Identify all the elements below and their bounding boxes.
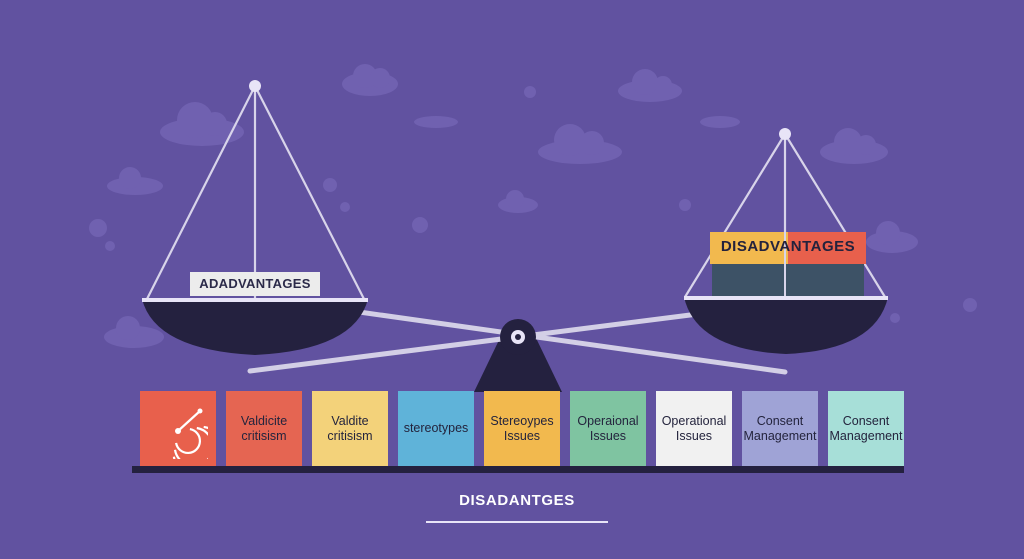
base-platform <box>132 466 904 473</box>
radar-icon <box>172 408 208 459</box>
cloud <box>160 102 244 146</box>
card-text-line: critisism <box>327 428 373 443</box>
card-text-line: Issues <box>589 428 627 443</box>
footer-underline <box>426 521 608 523</box>
pivot-center <box>515 334 521 340</box>
cloud <box>820 128 888 164</box>
fulcrum-stand <box>474 338 562 392</box>
scale-arm <box>342 307 788 375</box>
right-pan <box>684 297 888 354</box>
card-text: stereotypes <box>404 421 469 436</box>
card-text-line: stereotypes <box>403 421 469 435</box>
advantages-label: ADADVANTAGES <box>190 272 320 296</box>
cloud <box>414 116 458 128</box>
background-decor <box>89 64 977 348</box>
card-text-line: critisism <box>241 428 287 443</box>
card-text-line: Management <box>743 428 817 443</box>
card-text-line: Stereoypes <box>490 413 554 428</box>
card-text-line: Valdicite <box>240 413 288 428</box>
card-text-line: Management <box>829 428 903 443</box>
scale-arm <box>247 311 701 374</box>
card-text-line: Issues <box>675 428 713 443</box>
card-text-line: Operational <box>661 413 727 428</box>
cloud <box>538 124 622 164</box>
right-pan-rim <box>684 296 888 300</box>
cloud <box>700 116 740 128</box>
cloud <box>618 69 682 102</box>
left-pan <box>142 299 368 355</box>
left-pan-rim <box>142 298 368 302</box>
bubbles <box>89 86 977 323</box>
card-radar <box>140 391 216 466</box>
right-pan-block-yellow <box>710 232 788 264</box>
disadvantages-label: DISADVANTAGES <box>720 238 856 255</box>
card-stereotypes: stereotypes <box>398 391 474 466</box>
right-pan-block-slate <box>712 264 864 297</box>
cloud <box>107 167 163 195</box>
card-text-line: Operaional <box>577 413 639 428</box>
card-text-line: Issues <box>503 428 541 443</box>
footer-title: DISADANTGES <box>459 492 575 509</box>
card-text-line: Consent <box>756 413 804 428</box>
left-pan-hook <box>249 80 261 92</box>
cloud <box>498 190 538 213</box>
cloud <box>104 316 164 348</box>
right-pan-hook <box>779 128 791 140</box>
right-pan-block-red <box>788 232 866 264</box>
cloud <box>866 221 918 253</box>
cloud <box>342 64 398 96</box>
card-text-line: Valdite <box>331 413 369 428</box>
left-pan-strings <box>146 85 365 300</box>
card-text-line: Consent <box>842 413 890 428</box>
